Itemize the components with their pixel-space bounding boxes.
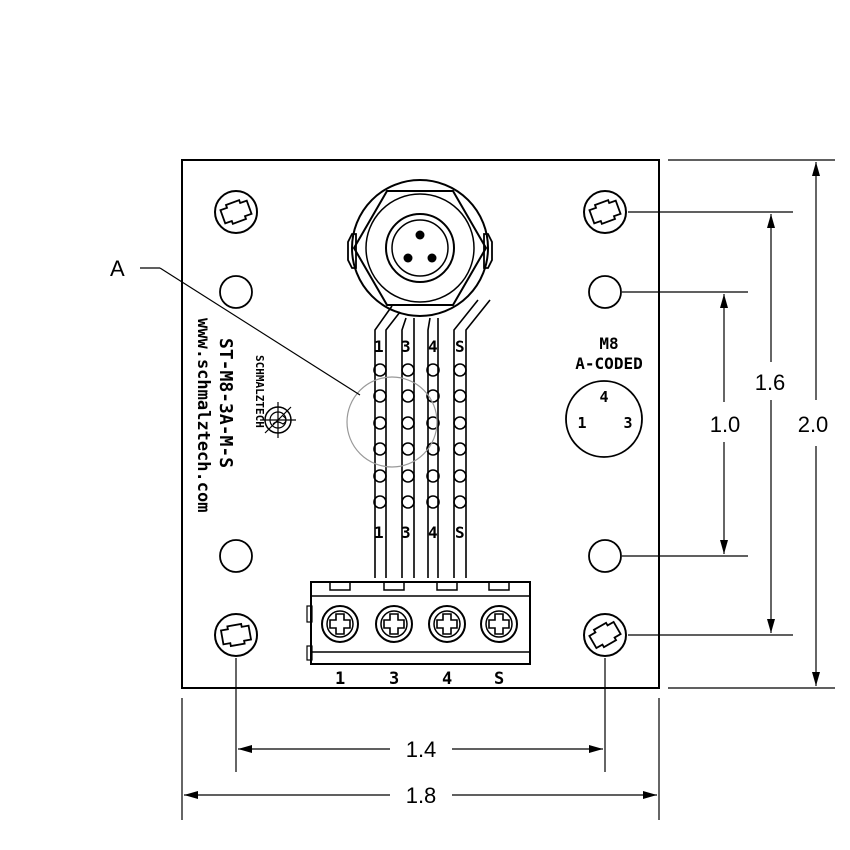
dim-overall-height-label: 2.0: [798, 412, 829, 437]
schmalztech-logo: [260, 402, 296, 438]
terminal-label-3: 3: [389, 669, 399, 689]
dim-screw-vertical-label: 1.6: [755, 370, 786, 395]
pinout-pin-3: 3: [623, 414, 632, 432]
pinout-pin-1: 1: [577, 414, 586, 432]
dim-screw-horizontal-label: 1.4: [406, 737, 437, 762]
screw-bottom-left: [214, 613, 258, 657]
terminal-label-1: 1: [335, 669, 345, 689]
dim-overall-height: 2.0: [798, 162, 829, 686]
dim-hole-vertical-label: 1.0: [710, 412, 741, 437]
screw-top-right: [583, 190, 627, 234]
m8-connector: [347, 179, 493, 317]
trace-label-top-3: 3: [401, 337, 411, 356]
terminal-label-4: 4: [442, 669, 452, 689]
pinout-circle: [565, 380, 643, 458]
terminal-block: [306, 581, 531, 665]
detail-a-circle: [346, 376, 438, 468]
terminal-screw-3: [375, 605, 413, 643]
board-brand: SCHMALZTECH: [253, 355, 266, 428]
terminal-label-s: S: [494, 669, 504, 689]
mounting-hole-top-right: [588, 275, 622, 309]
mounting-hole-bottom-right: [588, 539, 622, 573]
dim-screw-vertical: 1.6: [755, 214, 786, 633]
dim-hole-vertical: 1.0: [710, 294, 741, 554]
pcb-traces: [374, 299, 491, 578]
terminal-screw-1: [321, 605, 359, 643]
board-website: www.schmalztech.com: [193, 318, 213, 512]
trace-label-bottom-s: S: [455, 523, 465, 542]
callout-letter: A: [110, 256, 125, 281]
trace-label-top-1: 1: [374, 337, 384, 356]
callout-leader-diagonal: [159, 267, 361, 396]
terminal-screw-4: [428, 605, 466, 643]
mounting-hole-top-left: [219, 275, 253, 309]
board-outline: [181, 159, 660, 689]
screw-bottom-right: [583, 613, 627, 657]
dim-screw-horizontal: 1.4: [238, 737, 603, 762]
trace-label-bottom-4: 4: [428, 523, 438, 542]
screw-top-left: [214, 190, 258, 234]
trace-label-bottom-3: 3: [401, 523, 411, 542]
terminal-screw-s: [480, 605, 518, 643]
trace-label-bottom-1: 1: [374, 523, 384, 542]
via-chains: [373, 363, 467, 509]
board-part-number: ST-M8-3A-M-S: [215, 338, 236, 468]
dim-overall-width-label: 1.8: [406, 783, 437, 808]
connector-title: M8: [599, 334, 618, 353]
dimension-extension-lines: [181, 159, 835, 820]
mounting-hole-bottom-left: [219, 539, 253, 573]
trace-label-top-4: 4: [428, 337, 438, 356]
trace-label-top-s: S: [455, 337, 465, 356]
dim-overall-width: 1.8: [184, 783, 657, 808]
pinout-pin-4: 4: [599, 388, 608, 406]
connector-subtitle: A-CODED: [575, 354, 642, 373]
